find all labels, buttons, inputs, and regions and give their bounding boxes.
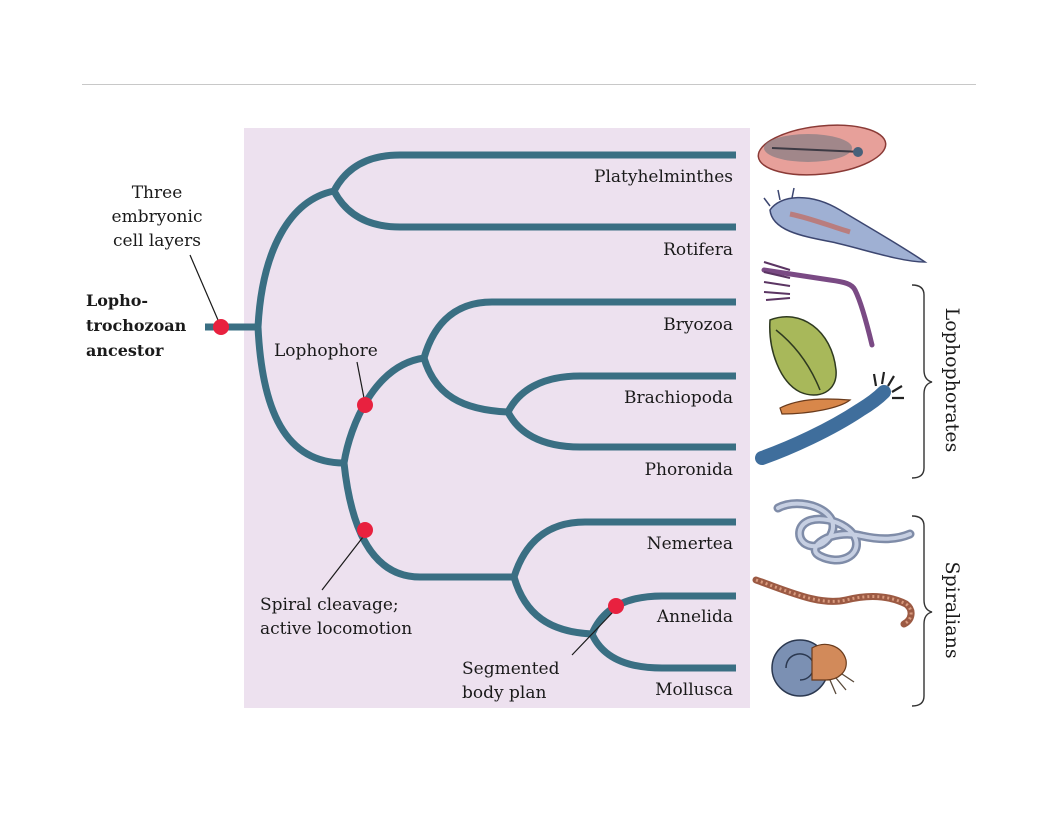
pointer-lophophore — [356, 361, 365, 399]
trait-spiral-line-2: active locomotion — [260, 619, 412, 639]
taxon-label: Phoronida — [645, 460, 733, 480]
branch-rotifera — [330, 189, 736, 231]
pointer-segmented — [571, 611, 614, 656]
trait-segmented-line-2: body plan — [462, 683, 546, 703]
taxon-label: Brachiopoda — [624, 388, 733, 408]
taxon-label: Nemertea — [647, 534, 733, 554]
trait-spiral-line-1: Spiral cleavage; — [260, 595, 399, 615]
branch-mollusca — [588, 632, 736, 672]
branch-platyhelminthes-rotifera-clade — [254, 187, 335, 328]
nemertean-illustration — [773, 499, 915, 565]
marker-segmented — [608, 598, 624, 614]
flatworm-illustration — [757, 124, 887, 176]
trait-markers — [213, 319, 624, 614]
pointer-three-layers — [189, 254, 219, 321]
tree-branches — [205, 151, 736, 672]
ancestor-label-line-2: trochozoan — [86, 316, 187, 335]
bryozoan-illustration — [761, 261, 875, 348]
branch-brachio-phoronida-clade — [420, 356, 509, 416]
branch-rest-clade — [254, 326, 345, 467]
trait-segmented-line-1: Segmented — [462, 659, 560, 679]
trait-pointers — [189, 254, 614, 656]
branch-nemertea — [510, 518, 736, 579]
marker-three-layers — [213, 319, 229, 335]
top-divider — [82, 84, 976, 85]
trait-three-layers-line-2: embryonic — [112, 207, 203, 227]
branch-annelida-mollusca-clade — [510, 575, 593, 638]
brachiopod-illustration — [769, 315, 852, 415]
taxon-label: Annelida — [656, 607, 733, 627]
taxon-label: Bryozoa — [663, 315, 733, 335]
ancestor-label-line-1: Lopho- — [86, 291, 148, 310]
ancestor-label-line-3: ancestor — [86, 341, 164, 360]
phoronid-illustration — [755, 371, 904, 465]
lophophorates-bracket — [911, 284, 933, 479]
trait-lophophore-label: Lophophore — [274, 341, 378, 361]
taxon-label: Platyhelminthes — [594, 167, 733, 187]
rotifer-illustration — [763, 187, 928, 263]
group-label-lophophorates: Lophophorates — [941, 308, 963, 453]
marker-lophophore — [357, 397, 373, 413]
branch-bryozoa — [420, 298, 736, 359]
group-label-spiralians: Spiralians — [941, 561, 963, 658]
trait-three-layers-line-1: Three — [132, 183, 183, 203]
marker-spiral-cleavage — [357, 522, 373, 538]
taxon-label: Mollusca — [655, 680, 733, 700]
taxon-label: Rotifera — [663, 240, 733, 260]
pointer-spiral — [321, 536, 364, 591]
spiralians-bracket — [911, 515, 933, 707]
branch-brachiopoda — [504, 372, 736, 414]
trait-three-layers-line-3: cell layers — [113, 231, 201, 251]
mollusc-illustration — [771, 639, 855, 697]
branch-platyhelminthes — [330, 151, 736, 193]
branch-spiralians — [340, 462, 514, 581]
annelid-illustration — [752, 576, 915, 628]
branch-phoronida — [504, 410, 736, 451]
